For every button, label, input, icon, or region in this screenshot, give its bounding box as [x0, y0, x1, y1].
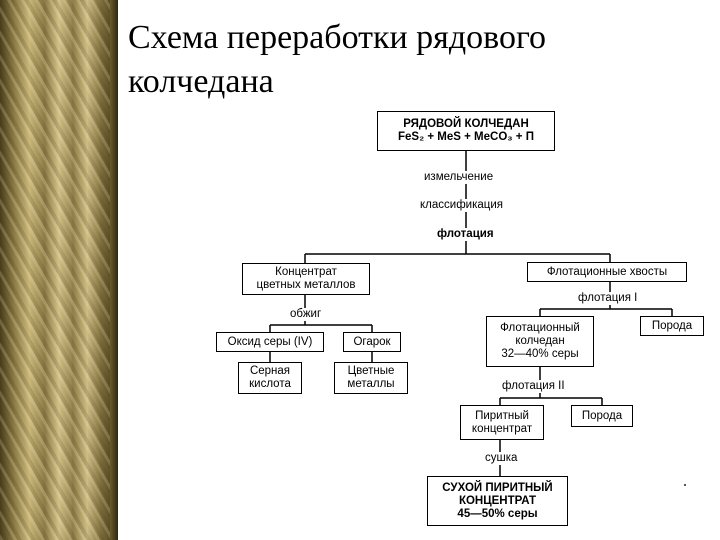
node-dry-conc-line3: 45—50% серы: [457, 507, 538, 520]
stray-dot: [684, 484, 686, 486]
step-grinding: измельчение: [422, 171, 496, 184]
node-acid-line2: кислота: [249, 378, 291, 390]
step-flotation-1: флотация I: [576, 292, 640, 305]
node-sulfur-oxide: Оксид серы (IV): [216, 332, 324, 352]
step-roasting: обжиг: [288, 308, 324, 321]
node-acid-line1: Серная: [249, 365, 291, 377]
decorative-wood-sidebar: [0, 0, 118, 540]
node-cinder-label: Огарок: [353, 335, 391, 348]
node-rock-1: Порода: [640, 316, 704, 336]
step-classification: классификация: [418, 199, 505, 212]
node-tailings-label: Флотационные хвосты: [546, 265, 668, 278]
node-metals-line1: Цветные: [347, 365, 395, 377]
node-nonferrous-concentrate: Концентрат цветных металлов: [242, 263, 370, 295]
wood-grain-texture: [0, 0, 118, 540]
node-dry-pyrite-concentrate: СУХОЙ ПИРИТНЫЙ КОНЦЕНТРАТ 45—50% серы: [427, 476, 568, 526]
node-sulfuric-acid: Серная кислота: [238, 362, 302, 394]
node-flotation-tailings: Флотационные хвосты: [527, 262, 687, 282]
node-concentrate-line1: Концентрат: [275, 266, 337, 278]
node-nonferrous-metals: Цветные металлы: [334, 362, 408, 394]
node-pyrite-conc-line1: Пиритный: [475, 409, 529, 422]
node-pyrite-concentrate: Пиритный концентрат: [460, 405, 544, 440]
node-pyrite-conc-line2: концентрат: [471, 422, 533, 435]
node-rock-1-label: Порода: [651, 319, 693, 332]
node-flot-pyrite-line1: Флотационный: [500, 322, 580, 334]
node-sulfur-oxide-label: Оксид серы (IV): [227, 335, 313, 348]
node-flot-pyrite-line3: 32—40% серы: [501, 348, 579, 360]
step-drying: сушка: [483, 452, 520, 465]
node-flotation-pyrite: Флотационный колчедан 32—40% серы: [486, 316, 594, 367]
node-flot-pyrite-line2: колчедан: [515, 335, 565, 347]
sidebar-edge: [110, 0, 118, 540]
slide-title: Схема переработки рядового колчедана: [128, 19, 547, 100]
node-rock-2-label: Порода: [581, 409, 623, 422]
step-flotation: флотация: [435, 228, 496, 241]
node-cinder: Огарок: [343, 332, 401, 352]
node-raw-pyrite-title: РЯДОВОЙ КОЛЧЕДАН: [403, 118, 529, 130]
step-flotation-2: флотация II: [500, 380, 567, 393]
node-dry-conc-line2: КОНЦЕНТРАТ: [458, 494, 537, 507]
node-raw-pyrite-formula: FeS₂ + MeS + MeCO₃ + П: [398, 131, 534, 143]
node-metals-line2: металлы: [347, 378, 395, 390]
node-concentrate-line2: цветных металлов: [256, 279, 356, 291]
node-rock-2: Порода: [571, 405, 633, 427]
node-dry-conc-line1: СУХОЙ ПИРИТНЫЙ: [442, 481, 553, 494]
node-raw-pyrite: РЯДОВОЙ КОЛЧЕДАН FeS₂ + MeS + MeCO₃ + П: [377, 111, 555, 151]
